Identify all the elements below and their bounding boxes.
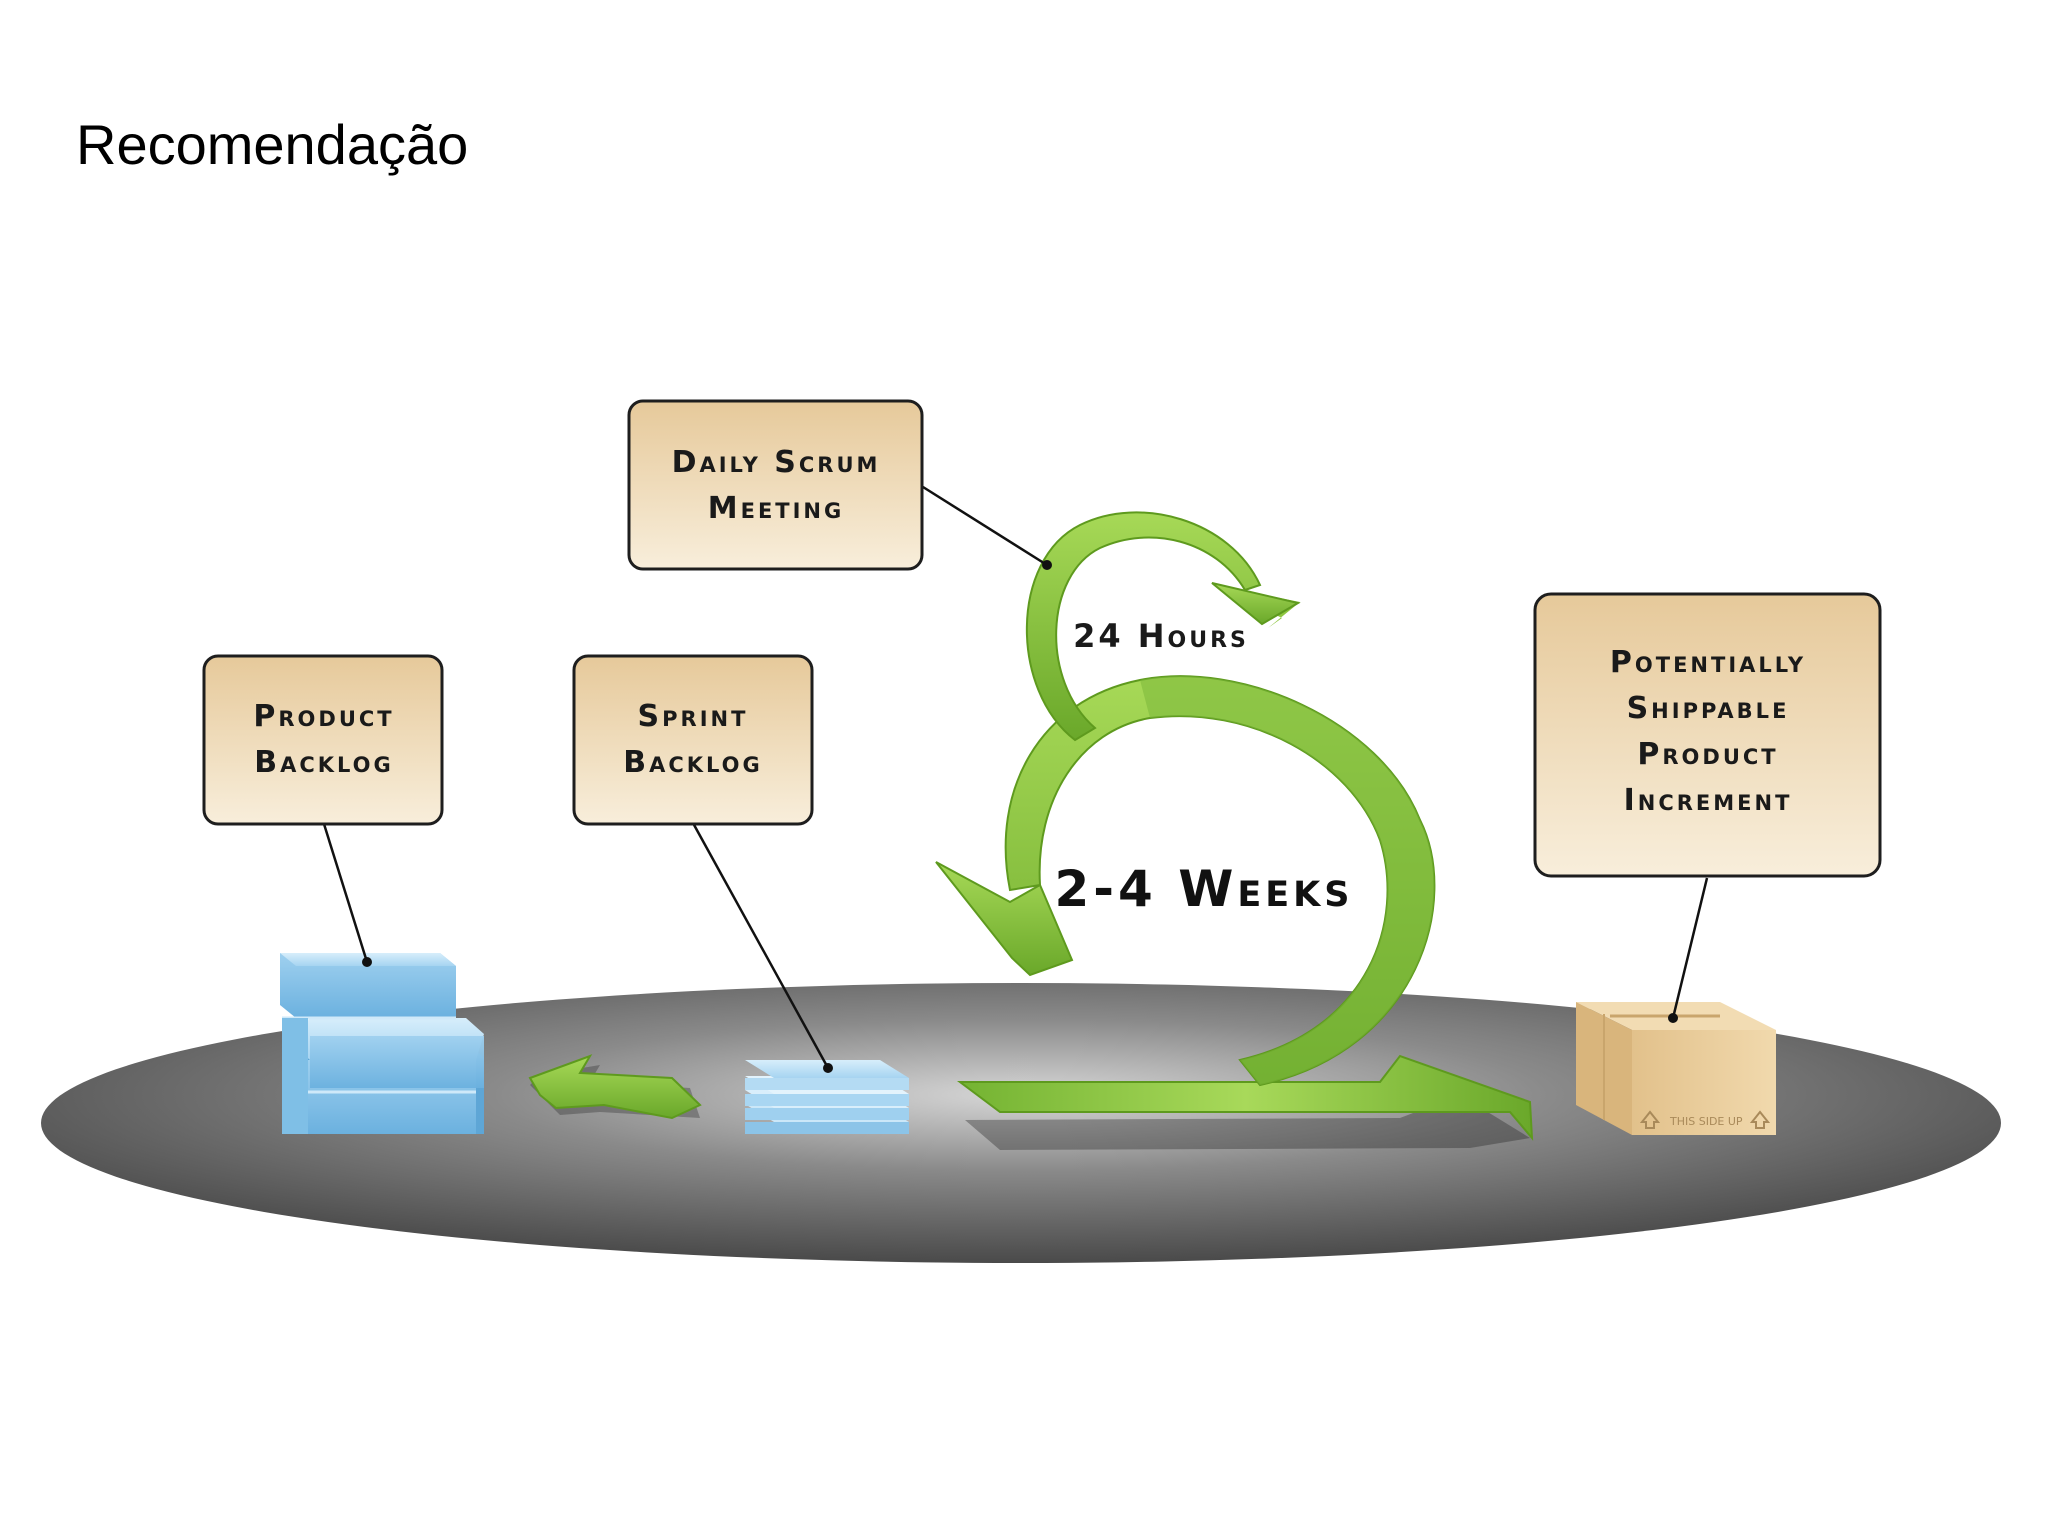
product-backlog-label-line1: Product <box>253 699 394 734</box>
product-backlog-blocks-icon <box>280 953 484 1134</box>
increment-label-line4: Increment <box>1624 783 1793 818</box>
sprint-backlog-label-line1: Sprint <box>638 699 749 734</box>
product-backlog-label: Product Backlog <box>202 654 444 826</box>
product-backlog-label-line2: Backlog <box>254 745 394 780</box>
increment-label-line3: Product <box>1637 737 1778 772</box>
sprint-backlog-label-line2: Backlog <box>623 745 763 780</box>
daily-cycle-arrow-icon <box>1025 511 1301 742</box>
daily-scrum-label: Daily Scrum Meeting <box>627 399 924 571</box>
increment-label-line1: Potentially <box>1610 645 1806 680</box>
slide-title: Recomendação <box>76 113 469 176</box>
increment-label-line2: Shippable <box>1627 691 1790 726</box>
box-stamp-text: THIS SIDE UP <box>1669 1115 1743 1128</box>
increment-label: Potentially Shippable Product Increment <box>1533 592 1882 878</box>
shippable-box-icon: THIS SIDE UP <box>1576 1002 1776 1135</box>
sprint-cycle-arrow-icon <box>935 675 1534 1150</box>
backlog-flow-arrow-icon <box>528 1054 702 1120</box>
connector-lines <box>322 485 1709 1069</box>
platform-ellipse <box>41 983 2001 1263</box>
connector-dots <box>362 560 1678 1073</box>
daily-scrum-label-line1: Daily Scrum <box>672 445 881 480</box>
daily-scrum-label-line2: Meeting <box>708 491 845 526</box>
sprint-backlog-label: Sprint Backlog <box>572 654 814 826</box>
sprint-cycle-label: 2-4 Weeks <box>1054 860 1353 918</box>
daily-cycle-label: 24 Hours <box>1073 617 1249 655</box>
